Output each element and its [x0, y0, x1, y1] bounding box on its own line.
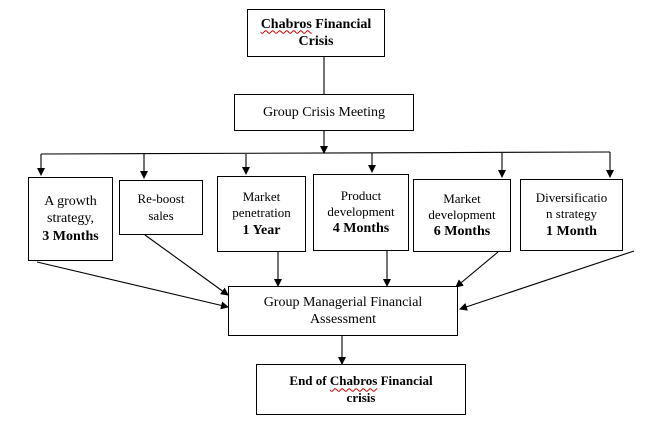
strategy-line2: sales: [148, 207, 174, 223]
strategy-line2: n strategy: [546, 206, 597, 222]
strategy-duration: 4 Months: [332, 221, 390, 236]
strategy-duration: 1 Year: [242, 222, 281, 238]
crisis-meeting-box: Group Crisis Meeting: [234, 94, 414, 131]
crisis-end-line1: End of Chabros Financial: [289, 373, 432, 389]
strategy-line1: Product: [340, 187, 382, 203]
brand-name: Chabros: [329, 373, 378, 389]
crisis-start-line1: Chabros Financial: [261, 16, 372, 34]
arrow-strategy-2-to-assessment: [144, 234, 229, 296]
assessment-line1: Group Managerial Financial: [263, 294, 423, 310]
strategy-line2: strategy,: [47, 211, 94, 227]
arrow-strategy-5-to-assessment: [455, 251, 499, 288]
strategy-duration: 1 Month: [546, 223, 597, 239]
strategy-box-market-development: Market development 6 Months: [413, 179, 511, 252]
crisis-meeting-label: Group Crisis Meeting: [262, 104, 386, 120]
crisis-start-line2: Crisis: [298, 34, 334, 49]
arrow-strategy-1-to-assessment: [36, 261, 229, 310]
assessment-line2: Assessment: [309, 312, 377, 327]
crisis-start-box: Chabros Financial Crisis: [247, 9, 385, 57]
strategy-line1: Market: [242, 189, 281, 204]
strategy-box-product-development: Product development 4 Months: [313, 174, 409, 251]
strategy-line1: Diversificatio: [535, 190, 608, 205]
arrow-strategy-6-to-assessment: [459, 250, 635, 311]
distribution-bus-line: [40, 151, 611, 155]
strategy-line2: development: [327, 203, 395, 219]
strategy-line2: penetration: [232, 205, 291, 221]
crisis-start-text: Financial: [311, 16, 372, 32]
strategy-box-diversification: Diversificatio n strategy 1 Month: [520, 179, 623, 251]
strategy-line1: Re-boost: [137, 191, 185, 207]
crisis-end-line2: crisis: [346, 389, 376, 405]
assessment-box: Group Managerial Financial Assessment: [228, 286, 458, 336]
strategy-line2: development: [428, 206, 496, 222]
strategy-box-market-penetration: Market penetration 1 Year: [217, 176, 306, 252]
strategy-duration: 3 Months: [42, 228, 99, 244]
strategy-line1: A growth: [44, 193, 97, 209]
strategy-line1: Market: [443, 190, 481, 206]
crisis-end-box: End of Chabros Financial crisis: [256, 364, 466, 415]
brand-name: Chabros: [260, 16, 312, 32]
crisis-end-suffix: Financial: [377, 373, 433, 389]
strategy-box-reboost-sales: Re-boost sales: [119, 180, 203, 235]
strategy-duration: 6 Months: [433, 224, 491, 239]
strategy-box-growth: A growth strategy, 3 Months: [28, 177, 113, 261]
crisis-end-prefix: End of: [289, 373, 330, 389]
